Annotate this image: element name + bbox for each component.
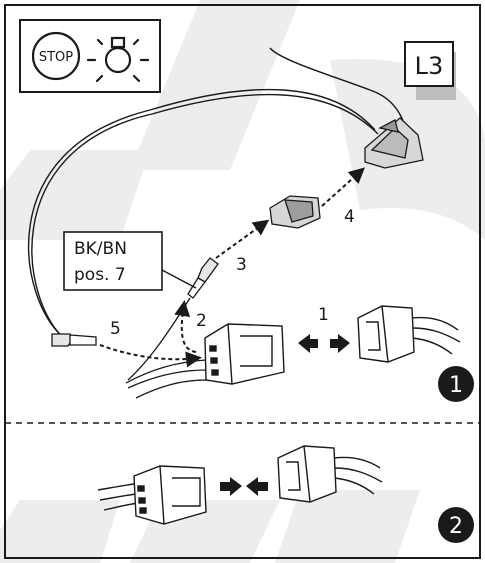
harness-connector-left (204, 323, 285, 385)
harness-wires (125, 297, 207, 399)
location-code: L3 (415, 52, 444, 80)
step-2-arrow (174, 300, 197, 353)
vehicle-connector-right-panel2 (277, 445, 383, 503)
panel-2-number: 2 (449, 514, 463, 539)
blade-terminal (187, 257, 219, 299)
panel-1-number: 1 (449, 373, 463, 398)
vehicle-connector-right (357, 305, 461, 363)
step-4-arrow (321, 167, 365, 207)
stop-sign-icon (31, 31, 81, 81)
location-code-box: L3 (404, 41, 456, 100)
lamp-socket-connector (364, 117, 424, 169)
step-5-label: 5 (110, 319, 121, 339)
wire-color-code: BK/BN (74, 239, 127, 259)
panel-2-badge (438, 507, 474, 543)
connect-arrows (220, 477, 268, 496)
diagram-frame (4, 4, 481, 559)
stop-label: STOP (39, 50, 73, 65)
grey-plug (269, 195, 321, 229)
panel-1-badge (438, 366, 474, 402)
stop-lamp-badge: STOP (19, 19, 161, 93)
step-3-label: 3 (236, 255, 247, 275)
disconnect-arrows (298, 334, 350, 353)
wire-position: pos. 7 (74, 265, 126, 285)
harness-connector-left-panel2 (97, 465, 207, 525)
step-2-label: 2 (196, 311, 207, 331)
step-5-arrow (99, 344, 202, 368)
loose-terminal (51, 333, 97, 347)
lamp-off-icon (86, 36, 150, 83)
wire-callout: BK/BN pos. 7 (63, 231, 197, 291)
step-1-label: 1 (318, 305, 329, 325)
step-4-label: 4 (344, 207, 355, 227)
step-3-arrow (215, 219, 270, 259)
